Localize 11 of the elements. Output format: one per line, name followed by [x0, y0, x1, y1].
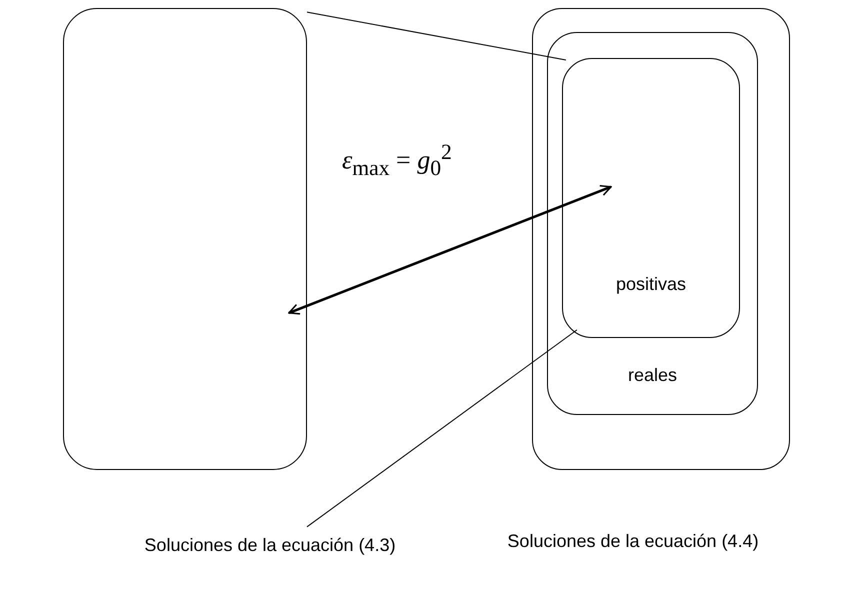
- mapping-line: [306, 329, 578, 528]
- set-box: [63, 8, 307, 470]
- subset-box: [547, 32, 758, 415]
- set-caption: Soluciones de la ecuación (4.3): [144, 535, 396, 556]
- subset-box: [562, 58, 740, 338]
- set-box: [532, 8, 790, 470]
- mapping-line: [306, 12, 566, 60]
- double-arrow: [288, 185, 612, 315]
- set-caption: Soluciones de la ecuación (4.4): [507, 531, 759, 552]
- set-label: reales: [626, 365, 678, 386]
- set-label: positivas: [614, 274, 688, 295]
